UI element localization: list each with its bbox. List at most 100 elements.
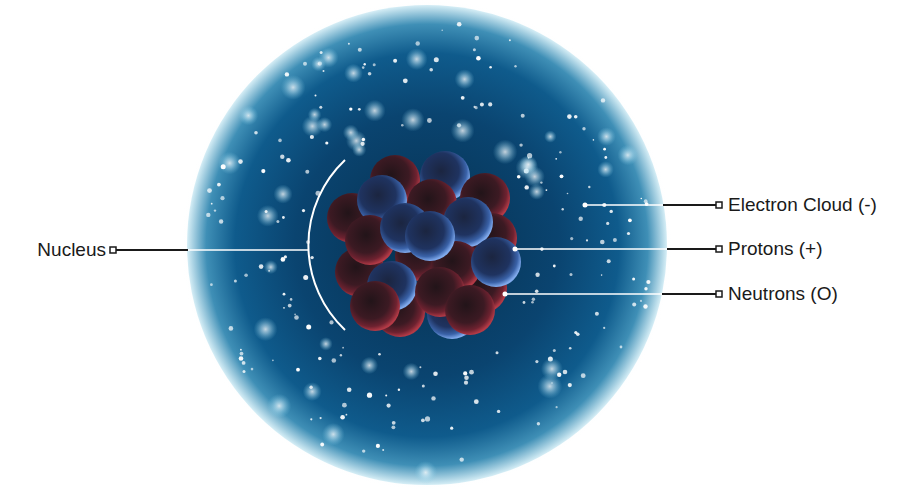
electron-glow <box>455 69 475 89</box>
electron-dot <box>362 138 365 141</box>
electron-glow <box>343 125 359 141</box>
electron-glow <box>519 155 537 173</box>
electron-dot <box>320 417 322 419</box>
electron-dot <box>434 57 439 62</box>
electron-dot <box>514 65 516 67</box>
electron-dot <box>604 156 607 159</box>
electron-dot <box>376 444 380 448</box>
electron-dot <box>429 68 433 72</box>
electron-dot <box>546 189 548 191</box>
electron-dot <box>364 63 366 65</box>
electron-dot <box>284 255 287 258</box>
electron-dots <box>206 22 650 484</box>
electron-dot <box>310 256 313 259</box>
electron-dot <box>392 421 396 425</box>
electron-dot <box>340 415 345 420</box>
electron-dot <box>387 404 391 408</box>
part-label: Protons (+) <box>728 238 823 260</box>
electron-dot <box>242 361 246 365</box>
electron-dot <box>568 383 572 387</box>
electron-dot <box>398 389 400 391</box>
electron-dot <box>294 313 296 315</box>
electron-dot <box>535 290 539 294</box>
electron-dot <box>537 422 540 425</box>
electron-dot <box>600 240 605 245</box>
electron-dot <box>628 218 632 222</box>
electron-dot <box>517 175 521 179</box>
leader-line <box>585 204 663 206</box>
electron-dot <box>632 303 636 307</box>
electron-dot <box>475 106 478 109</box>
electron-dot <box>603 148 606 151</box>
electron-glow <box>361 357 378 374</box>
electron-dot <box>348 43 350 45</box>
electron-dot <box>463 371 467 375</box>
electron-dot <box>643 304 647 308</box>
electron-dot <box>342 347 344 349</box>
electron-dot <box>240 352 244 356</box>
electron-dot <box>207 188 212 193</box>
electron-dot <box>473 48 476 51</box>
electron-dot <box>425 416 430 421</box>
electron-dot <box>535 360 538 363</box>
electron-dot <box>303 62 307 66</box>
electron-dot <box>320 51 323 54</box>
electron-dot <box>305 170 309 174</box>
leader-line <box>515 248 667 250</box>
electron-dot <box>416 41 420 45</box>
electron-dot <box>560 174 564 178</box>
neutron-sphere <box>350 281 400 331</box>
electron-dot <box>606 222 609 225</box>
electron-dot <box>206 213 210 217</box>
electron-dot <box>280 155 284 159</box>
electron-glow <box>538 374 563 399</box>
leader-end <box>716 202 722 208</box>
electron-dot <box>219 219 223 223</box>
electron-dot <box>557 373 561 377</box>
electron-dot <box>244 274 248 278</box>
electron-dot <box>362 449 365 452</box>
electron-dot <box>239 356 244 361</box>
electron-dot <box>290 298 293 301</box>
electron-dot <box>368 72 372 76</box>
electron-dot <box>581 373 586 378</box>
cloud-glow <box>181 0 673 490</box>
electron-glow <box>529 184 545 200</box>
proton-sphere <box>471 237 521 287</box>
electron-dot <box>601 98 605 102</box>
part-label: Electron Cloud (-) <box>728 194 877 216</box>
electron-glow <box>597 127 616 146</box>
electron-dot <box>489 66 492 69</box>
leader-line <box>662 293 716 295</box>
electron-glow <box>451 119 475 143</box>
electron-dot <box>532 298 535 301</box>
electron-dot <box>320 443 324 447</box>
electron-glow <box>254 317 278 341</box>
electron-glow <box>401 108 424 131</box>
electron-dot <box>570 273 573 276</box>
electron-dot <box>421 418 425 422</box>
nucleus-cluster <box>327 151 521 339</box>
electron-dot <box>553 349 556 352</box>
leader-line <box>505 293 662 295</box>
electron-dot <box>347 387 352 392</box>
electron-dot <box>523 301 526 304</box>
electron-glow <box>239 106 259 126</box>
electron-dot <box>286 158 291 163</box>
electron-dot <box>276 220 279 223</box>
electron-dot <box>422 384 425 387</box>
electron-dot <box>296 368 300 372</box>
electron-glow <box>344 64 363 83</box>
electron-glow <box>257 205 279 227</box>
electron-dot <box>403 78 408 83</box>
electron-glow <box>364 100 386 122</box>
electron-dot <box>282 216 285 219</box>
electron-dot <box>268 270 270 272</box>
electron-dot <box>385 395 387 397</box>
electron-dot <box>278 139 282 143</box>
electron-dot <box>309 386 312 389</box>
electron-dot <box>567 114 572 119</box>
electron-dot <box>294 315 299 320</box>
electron-dot <box>325 141 328 144</box>
